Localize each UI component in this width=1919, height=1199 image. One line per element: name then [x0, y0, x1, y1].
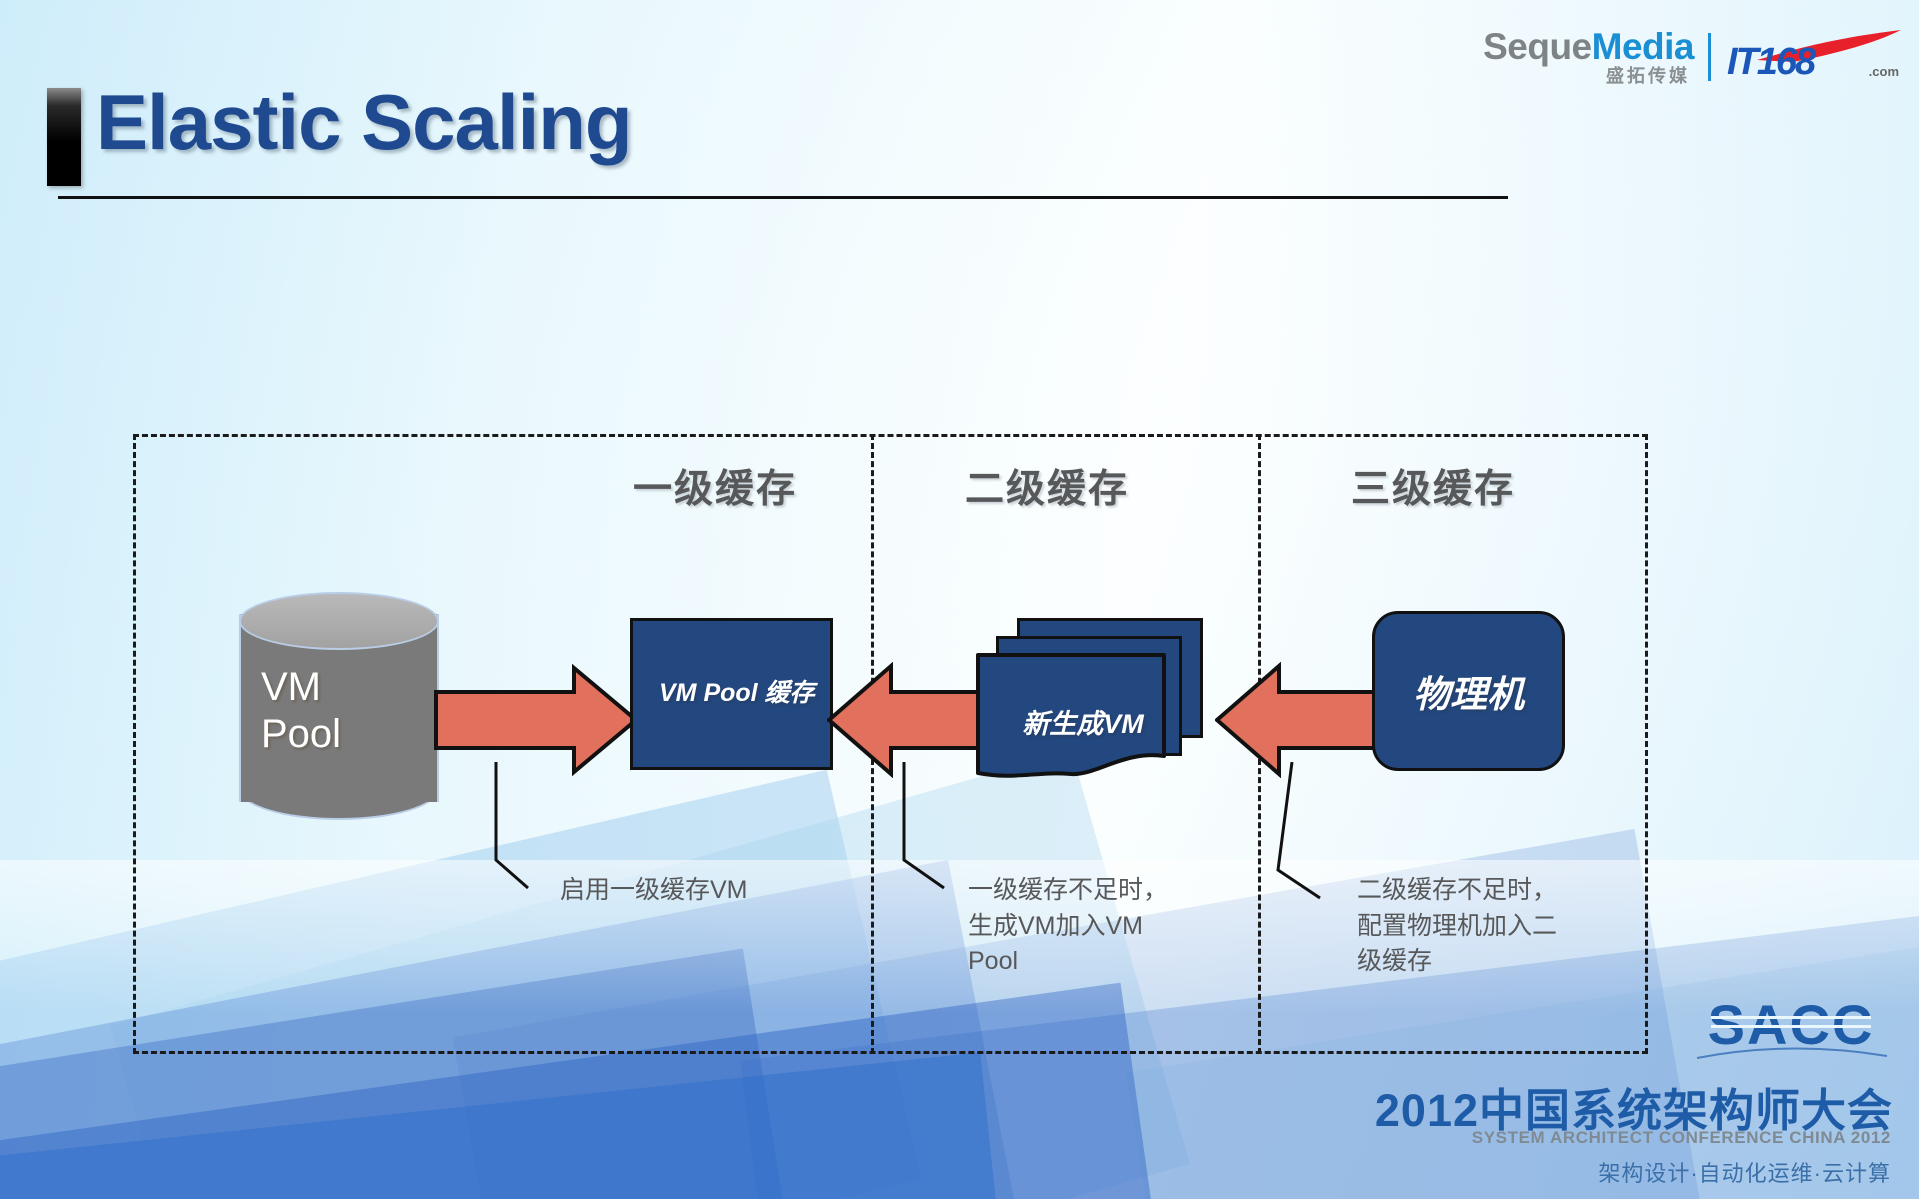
- cylinder-top: [239, 592, 439, 650]
- diagram-frame: [133, 434, 1648, 1054]
- title-accent-bar: [47, 88, 81, 186]
- title-underline: [58, 196, 1508, 199]
- sequemedia-word-part2: Media: [1591, 26, 1695, 67]
- leader-line-2: [902, 762, 945, 890]
- vm-pool-cache-label: VM Pool 缓存: [659, 679, 815, 708]
- new-vm-label: 新生成VM: [1022, 709, 1144, 739]
- sequemedia-wordmark: SequeMedia: [1483, 28, 1694, 65]
- section-header-l3: 三级缓存: [1351, 468, 1516, 511]
- it168-domain-suffix: .com: [1868, 63, 1899, 79]
- arrow-left-physical-to-newvm: [1215, 662, 1379, 778]
- arrow-right-pool-to-cache: [434, 664, 640, 776]
- physical-machine-label: 物理机: [1413, 674, 1524, 715]
- sequemedia-word-part1: Seque: [1483, 26, 1592, 67]
- sequemedia-logo: SequeMedia 盛拓传媒: [1483, 28, 1694, 85]
- conference-subtitle: 架构设计·自动化运维·云计算: [1598, 1161, 1891, 1186]
- sacc-logo: SACC: [1696, 998, 1888, 1059]
- note-l1-insufficient: 一级缓存不足时，生成VM加入VM Pool: [968, 876, 1169, 975]
- new-vm-stack-front: [976, 653, 1166, 778]
- vm-pool-label-line2: Pool: [261, 712, 342, 757]
- it168-wordmark: IT168: [1727, 40, 1816, 83]
- background-veil: [0, 860, 1919, 1199]
- note-enable-l1-cache: 启用一级缓存VM: [560, 876, 748, 904]
- vm-pool-label: VM Pool: [261, 664, 341, 758]
- leader-line-3: [1276, 762, 1321, 900]
- leader-line-1: [494, 762, 529, 890]
- section-header-l1: 一级缓存: [633, 468, 798, 511]
- vm-pool-label-line1: VM: [261, 665, 321, 709]
- page-title: Elastic Scaling: [96, 78, 633, 166]
- sequemedia-chinese-name: 盛拓传媒: [1606, 66, 1690, 86]
- arrow-left-newvm-to-cache: [827, 662, 986, 778]
- swoosh-icon: [1757, 29, 1901, 62]
- vm-pool-cylinder: VM Pool: [239, 592, 439, 824]
- it168-logo: IT168 .com: [1725, 29, 1901, 83]
- conference-title-en: SYSTEM ARCHITECT CONFERENCE CHINA 2012: [1471, 1128, 1891, 1147]
- physical-machine-box: 物理机: [1372, 611, 1565, 771]
- section-header-l2: 二级缓存: [965, 468, 1130, 511]
- new-vm-stack: 新生成VM: [975, 618, 1208, 778]
- logo-divider: [1708, 32, 1711, 81]
- conference-title-cn: 2012中国系统架构师大会: [1374, 1085, 1893, 1136]
- brand-logo: SequeMedia 盛拓传媒 IT168 .com: [1483, 28, 1901, 85]
- vm-pool-cache-box: VM Pool 缓存: [630, 618, 833, 770]
- note-l2-insufficient: 二级缓存不足时，配置物理机加入二级缓存: [1357, 876, 1558, 975]
